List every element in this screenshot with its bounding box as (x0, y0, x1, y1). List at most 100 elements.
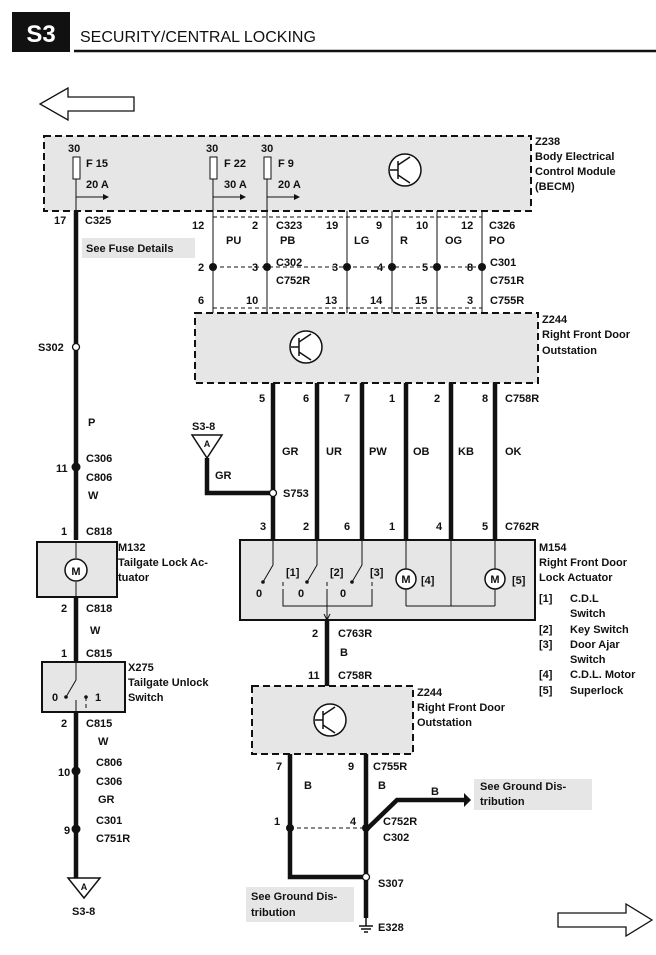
connector-label: C751R (490, 275, 524, 287)
switch-position: 0 (52, 692, 58, 704)
component-name: Outstation (417, 717, 472, 729)
connector-label: C302 (276, 257, 302, 269)
previous-page-arrow-icon[interactable] (38, 86, 135, 122)
pin-label: 2 (198, 262, 204, 274)
component-id: M132 (118, 542, 146, 554)
connector-label: C762R (505, 521, 539, 533)
legend-text: Superlock (570, 685, 624, 697)
wire-color-label: OG (445, 235, 462, 247)
switch-tag: [3] (370, 567, 384, 579)
connector-pin-dot (71, 462, 81, 472)
pin-label: 4 (350, 816, 357, 828)
switch-position: 0 (256, 588, 262, 600)
wire-color-label: LG (354, 235, 369, 247)
connector-label: C306 (86, 453, 112, 465)
pin-label: 2 (252, 220, 258, 232)
connector-label: C806 (86, 472, 112, 484)
connector-label: C806 (96, 757, 122, 769)
fuse-icon (209, 156, 218, 180)
fuse-icon (72, 156, 81, 180)
wire-color-label: GR (215, 470, 232, 482)
component-id: M154 (539, 542, 567, 554)
pin-label: 1 (61, 526, 67, 538)
pin-label: 2 (434, 393, 440, 405)
switch-position: 0 (340, 588, 346, 600)
wire-color-label: W (90, 625, 101, 637)
fuse-rating: 20 A (278, 179, 301, 191)
connector-label: C301 (490, 257, 516, 269)
fuse-feed-label: 30 (68, 143, 80, 155)
pin-label: 11 (56, 463, 68, 475)
connector-label: C751R (96, 833, 130, 845)
switch-tag: [1] (286, 567, 300, 579)
connector-label: C818 (86, 603, 112, 615)
becm-name-line: Control Module (535, 166, 616, 178)
wire-color-label: B (340, 647, 348, 659)
pin-label: 14 (370, 295, 383, 307)
ground-distribution-note (474, 779, 592, 810)
pin-label: 12 (192, 220, 204, 232)
legend-text: C.D.L (570, 593, 599, 605)
reference-letter: A (81, 882, 88, 892)
wire-color-label: P (88, 417, 95, 429)
ground-note-text: See Ground Dis- (251, 891, 338, 903)
pin-label: 6 (303, 393, 309, 405)
fuse-rating: 20 A (86, 179, 109, 191)
connector-pins-top (209, 263, 486, 271)
off-page-reference-bottom[interactable]: A (66, 877, 102, 900)
wire-color-label: PU (226, 235, 241, 247)
component-id: Z244 (542, 314, 568, 326)
legend-key: [2] (539, 624, 553, 636)
connector-label: C301 (96, 815, 122, 827)
ground-icon (359, 925, 373, 933)
component-name: Right Front Door (539, 557, 628, 569)
pin-label: 7 (276, 761, 282, 773)
wire-color-label: B (304, 780, 312, 792)
wire-color-label: PO (489, 235, 505, 247)
fuse-name: F 15 (86, 158, 108, 170)
component-id: X275 (128, 662, 154, 674)
legend-text: Switch (570, 654, 606, 666)
pin-label: 3 (467, 295, 473, 307)
component-name: Lock Actuator (539, 572, 613, 584)
legend-key: [1] (539, 593, 553, 605)
wire-color-label: B (378, 780, 386, 792)
switch-position: 1 (95, 692, 101, 704)
reference-label: S3-8 (192, 421, 215, 433)
motor-symbol: M (401, 574, 410, 586)
connector-label: C323 (276, 220, 302, 232)
connector-label: C815 (86, 718, 112, 730)
wire-color-label: OB (413, 446, 430, 458)
becm-module: 30 F 15 20 A 30 F 22 30 A 30 F 9 20 A (43, 135, 532, 212)
becm-name-line: Body Electrical (535, 151, 614, 163)
connector-pin-dot (71, 766, 81, 776)
next-page-arrow-icon[interactable] (557, 902, 654, 938)
splice-s302 (71, 342, 81, 352)
splice-label: S302 (38, 342, 64, 354)
wire-color-label: GR (98, 794, 115, 806)
off-page-reference-top[interactable]: A (190, 434, 224, 460)
wire-color-label: R (400, 235, 408, 247)
legend-key: [5] (539, 685, 553, 697)
page-header: S3 SECURITY/CENTRAL LOCKING (12, 12, 656, 53)
legend-key: [4] (539, 669, 553, 681)
switch-tag: [2] (330, 567, 344, 579)
pin-label: 9 (376, 220, 382, 232)
connector-label: C755R (490, 295, 524, 307)
pin-label: 3 (332, 262, 338, 274)
connector-label: C758R (338, 670, 372, 682)
wire-color-label: PW (369, 446, 387, 458)
transistor-icon (313, 703, 347, 737)
becm-id: Z238 (535, 136, 560, 148)
reference-letter: A (204, 439, 211, 449)
connector-label: C752R (276, 275, 310, 287)
wire-color-label: W (98, 736, 109, 748)
pin-label: 2 (312, 628, 318, 640)
pin-label: 10 (58, 767, 70, 779)
pin-label: 8 (482, 393, 488, 405)
pin-label: 8 (467, 262, 473, 274)
pin-label: 6 (344, 521, 350, 533)
pin-label: 17 (54, 215, 66, 227)
right-front-door-outstation-2 (251, 685, 414, 755)
